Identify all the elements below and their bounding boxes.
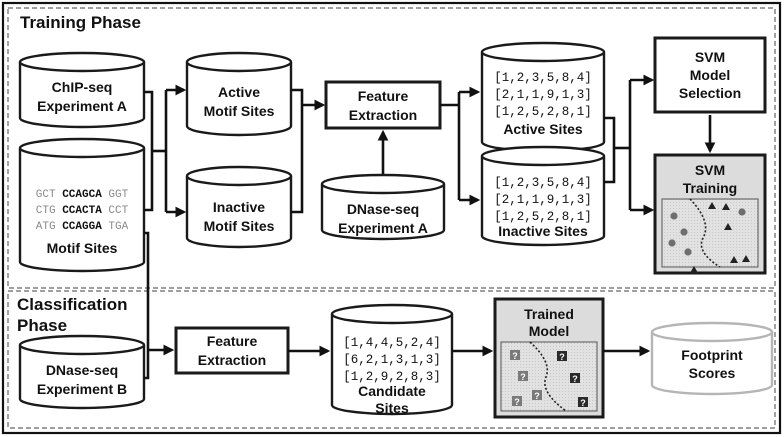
- svg-text:?: ?: [514, 397, 520, 407]
- active-motif-sites-cylinder: Active Motif Sites: [185, 51, 293, 137]
- dnase-experiment-a-cylinder: DNase-seq Experiment A: [320, 173, 446, 241]
- class-a-point: [668, 239, 676, 247]
- footprint-label-line2: Scores: [689, 365, 736, 381]
- candidate-sites-cylinder: [1,4,4,5,2,4] [6,2,1,3,1,3] [1,2,9,2,8,3…: [330, 303, 454, 416]
- motif-sites-label: Motif Sites: [47, 240, 118, 256]
- svm-selection-label-line3: Selection: [679, 85, 741, 101]
- feature-extraction-label-line2: Extraction: [349, 107, 417, 123]
- inactive-motif-sites-cylinder: Inactive Motif Sites: [185, 165, 293, 249]
- feature-vector: [1,2,3,5,8,4]: [494, 71, 592, 85]
- merge-connector: [144, 231, 150, 380]
- feature-extraction-label-line1: Feature: [207, 333, 258, 349]
- class-b-point: [724, 223, 732, 230]
- motif-sites-cylinder: GCT CCAGCA GGT CTG CCACTA CCT ATG CCAGGA…: [18, 137, 146, 273]
- active-motif-label-line2: Motif Sites: [204, 103, 275, 119]
- chipseq-label-line1: ChIP-seq: [52, 79, 113, 95]
- dnase-experiment-b-cylinder: DNase-seq Experiment B: [18, 334, 146, 410]
- svm-training-box: SVM Training: [653, 153, 767, 275]
- inactive-motif-label-line1: Inactive: [213, 199, 265, 215]
- candidate-sites-label-line2: Sites: [375, 400, 409, 416]
- feature-extraction-box-classification: Feature Extraction: [174, 326, 290, 375]
- class-a-point: [680, 228, 688, 236]
- feature-vector: [2,1,1,9,1,3]: [494, 88, 592, 102]
- unknown-point: ?: [557, 351, 567, 362]
- motif-sequence-row: ATG CCAGGA TGA: [36, 221, 129, 233]
- unknown-point: ?: [578, 397, 588, 408]
- class-a-point: [670, 212, 678, 220]
- classification-phase-title-line2: Phase: [17, 316, 67, 335]
- decision-boundary: [689, 198, 721, 268]
- svg-text:?: ?: [512, 351, 518, 361]
- chipseq-experiment-a-cylinder: ChIP-seq Experiment A: [18, 51, 146, 129]
- trained-model-box: Trained Model ? ? ? ? ? ? ?: [493, 297, 605, 419]
- inactive-sites-cylinder: [1,2,3,5,8,4] [2,1,1,9,1,3] [1,2,5,2,8,1…: [480, 145, 606, 247]
- feature-vector: [1,2,5,2,8,1]: [494, 105, 592, 119]
- chipseq-label-line2: Experiment A: [37, 98, 127, 114]
- svg-text:?: ?: [580, 398, 586, 408]
- feature-extraction-label-line1: Feature: [358, 88, 409, 104]
- feature-vector: [1,2,3,5,8,4]: [494, 176, 592, 190]
- feature-extraction-box-training: Feature Extraction: [324, 80, 442, 130]
- feature-extraction-label-line2: Extraction: [198, 352, 266, 368]
- svg-text:?: ?: [520, 372, 526, 382]
- unknown-point: ?: [518, 371, 528, 382]
- merge-connector: [604, 116, 616, 184]
- footprint-scores-cylinder: Footprint Scores: [650, 321, 774, 396]
- training-phase-panel: [7, 7, 776, 289]
- motif-sequence-row: CTG CCACTA CCT: [36, 205, 129, 217]
- inactive-motif-label-line2: Motif Sites: [204, 218, 275, 234]
- unknown-point: ?: [532, 390, 542, 401]
- feature-vector: [6,2,1,3,1,3]: [343, 353, 441, 367]
- class-a-point: [738, 208, 746, 216]
- dnase-b-label-line1: DNase-seq: [46, 362, 118, 378]
- unknown-point: ?: [510, 350, 520, 361]
- candidate-sites-label-line1: Candidate: [358, 383, 426, 399]
- svm-selection-label-line1: SVM: [695, 49, 725, 65]
- active-sites-cylinder: [1,2,3,5,8,4] [2,1,1,9,1,3] [1,2,5,2,8,1…: [480, 41, 606, 153]
- active-sites-label: Active Sites: [503, 121, 583, 137]
- feature-vector: [2,1,1,9,1,3]: [494, 193, 592, 207]
- class-b-point: [730, 256, 738, 263]
- class-b-point: [742, 255, 750, 262]
- dnase-b-label-line2: Experiment B: [37, 381, 127, 397]
- svg-text:?: ?: [534, 391, 540, 401]
- trained-model-label-line1: Trained: [524, 306, 574, 322]
- feature-vector: [1,4,4,5,2,4]: [343, 336, 441, 350]
- active-motif-label-line1: Active: [218, 84, 260, 100]
- feature-vector: [1,2,5,2,8,1]: [494, 210, 592, 224]
- dnase-a-label-line2: Experiment A: [338, 220, 428, 236]
- class-b-point: [722, 203, 730, 210]
- class-b-point: [708, 202, 716, 209]
- footprint-label-line1: Footprint: [681, 347, 743, 363]
- feature-vector: [1,2,9,2,8,3]: [343, 370, 441, 384]
- motif-sequence-row: GCT CCAGCA GGT: [36, 189, 129, 201]
- inactive-sites-label: Inactive Sites: [498, 223, 588, 239]
- merge-connector: [291, 88, 304, 214]
- class-b-point: [690, 266, 698, 273]
- class-a-point: [684, 248, 692, 256]
- svg-text:?: ?: [572, 374, 578, 384]
- unknown-point: ?: [512, 396, 522, 407]
- trained-model-label-line2: Model: [529, 323, 569, 339]
- svm-selection-label-line2: Model: [690, 67, 730, 83]
- classification-phase-title-line1: Classification: [17, 295, 128, 314]
- decision-boundary: [529, 341, 567, 412]
- svm-training-label-line1: SVM: [695, 162, 725, 178]
- classification-phase-panel: [7, 290, 776, 429]
- svm-model-selection-box: SVM Model Selection: [653, 36, 767, 114]
- svg-text:?: ?: [559, 352, 565, 362]
- dnase-a-label-line1: DNase-seq: [347, 201, 419, 217]
- svm-training-label-line2: Training: [683, 180, 737, 196]
- training-phase-title: Training Phase: [20, 13, 141, 32]
- unknown-point: ?: [570, 373, 580, 384]
